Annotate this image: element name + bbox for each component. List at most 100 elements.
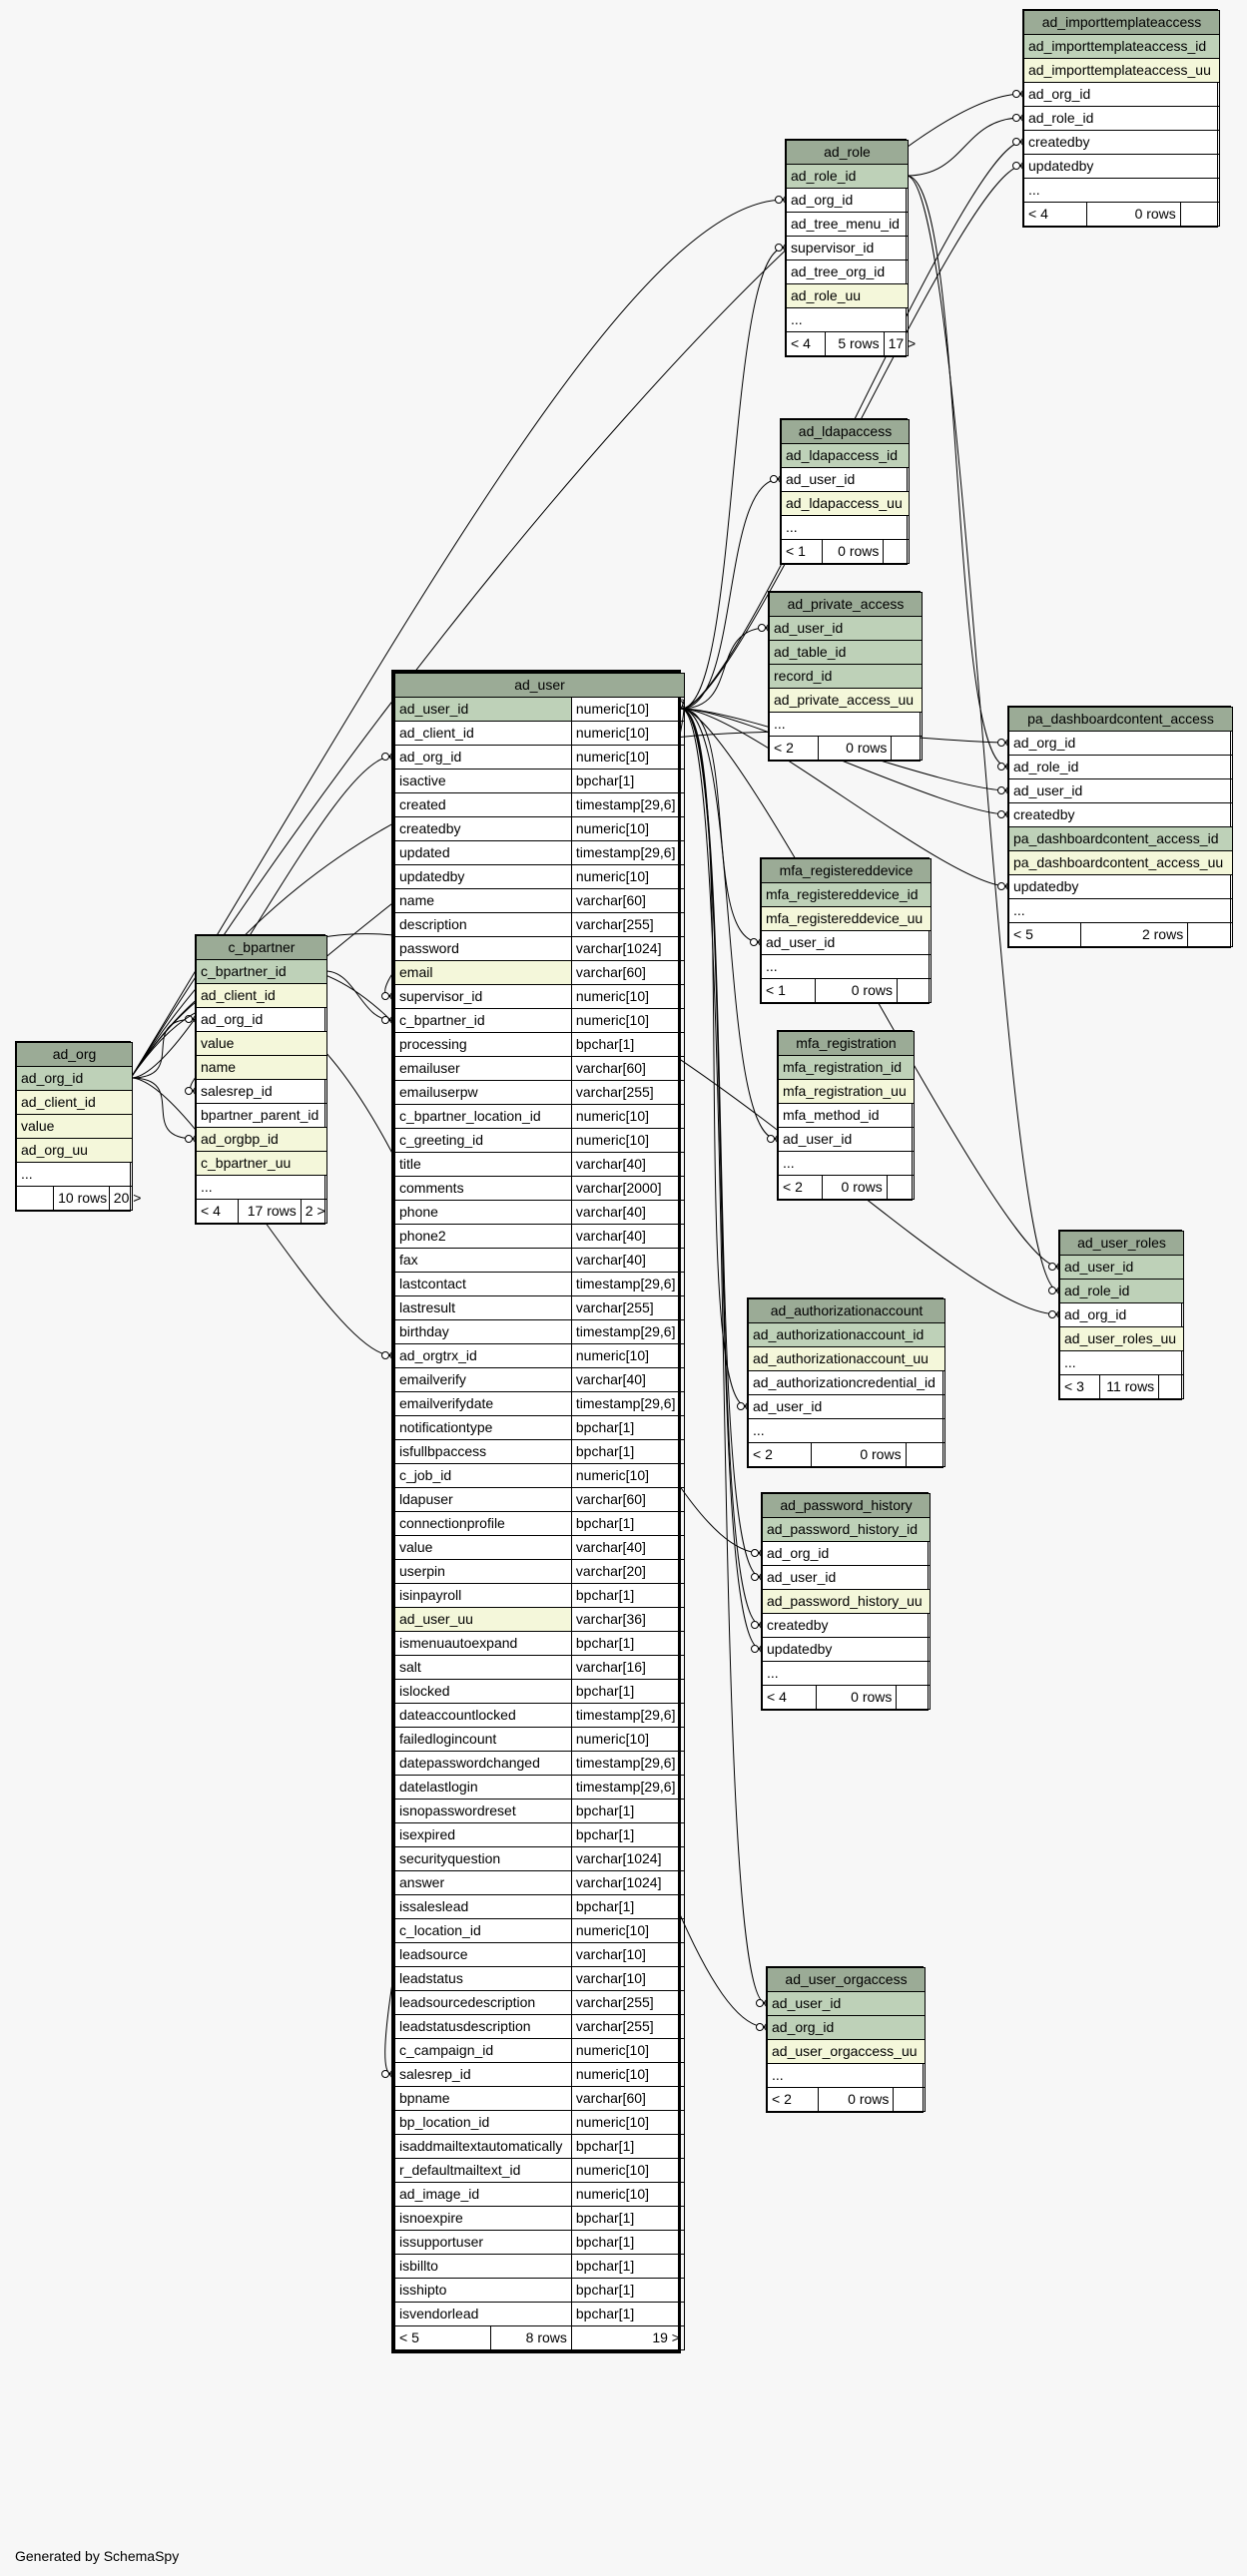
fk-end-self-c_bpartner-salesrep_id	[185, 1087, 193, 1095]
table-footer-cell: 17 >	[883, 331, 916, 356]
table-footer-cell: < 3	[1059, 1374, 1100, 1399]
column-name: value	[394, 1535, 572, 1560]
column-name: isactive	[394, 769, 572, 793]
column-row: ad_role_uu	[786, 283, 909, 308]
column-name: ...	[1023, 178, 1220, 203]
column-name: value	[16, 1114, 133, 1139]
table-footer-cell	[1179, 202, 1221, 227]
column-row: mfa_method_id	[778, 1103, 915, 1128]
table-title: mfa_registration	[778, 1031, 915, 1056]
column-type: varchar[60]	[570, 1056, 685, 1081]
column-name: ad_org_id	[786, 188, 909, 213]
column-type: numeric[10]	[570, 864, 685, 889]
column-name: c_bpartner_location_id	[394, 1104, 572, 1129]
column-type: numeric[10]	[570, 984, 685, 1009]
column-name: ...	[1008, 898, 1233, 923]
column-name: ad_client_id	[394, 721, 572, 746]
column-type: bpchar[1]	[570, 1583, 685, 1608]
table-footer-cell: < 1	[760, 978, 817, 1003]
column-name: comments	[394, 1176, 572, 1201]
column-type: numeric[10]	[570, 2182, 685, 2207]
column-row: createdby	[1008, 802, 1233, 827]
column-row: ad_org_id	[1008, 731, 1233, 756]
column-name: leadstatus	[394, 1966, 572, 1991]
column-type: bpchar[1]	[570, 1822, 685, 1847]
column-type: bpchar[1]	[570, 2302, 685, 2326]
column-row: ad_client_id	[16, 1090, 133, 1115]
fk-end-mfa_registereddevice-ad_user_id	[750, 938, 758, 946]
table-footer-cell: < 2	[769, 736, 819, 761]
column-type: varchar[60]	[570, 888, 685, 913]
table-title: ad_user_roles	[1059, 1231, 1184, 1256]
column-type: numeric[10]	[570, 1343, 685, 1368]
fk-line-pa_dashboardcontent_access-createdby	[680, 708, 1008, 815]
column-name: title	[394, 1152, 572, 1177]
column-type: numeric[10]	[570, 2038, 685, 2063]
column-type: varchar[40]	[570, 1200, 685, 1225]
table-title: ad_org	[16, 1042, 133, 1067]
column-row: ...	[767, 2063, 926, 2088]
column-name: ad_org_id	[16, 1066, 133, 1091]
column-name: ad_org_uu	[16, 1138, 133, 1163]
column-row: ad_ldapaccess_uu	[780, 491, 911, 516]
table-footer-cell: 2 >	[300, 1199, 327, 1224]
column-type: numeric[10]	[570, 2110, 685, 2135]
column-row: ad_client_id	[196, 983, 327, 1008]
column-name: ad_ldapaccess_id	[780, 443, 911, 468]
table-title: ad_ldapaccess	[780, 419, 911, 444]
column-name: ad_importtemplateaccess_uu	[1023, 58, 1220, 83]
table-footer-cell: 0 rows	[815, 978, 898, 1003]
fk-end-org-ad_user_orgaccess-ad_org_id	[756, 2023, 764, 2031]
column-row: ad_user_orgaccess_uu	[767, 2039, 926, 2064]
column-name: updatedby	[1008, 874, 1233, 899]
column-name: updated	[394, 840, 572, 865]
fk-end-org-ad_user_roles-ad_org_id	[1048, 1310, 1056, 1318]
column-row: ...	[1008, 898, 1233, 923]
column-name: ad_authorizationcredential_id	[748, 1370, 945, 1395]
column-name: updatedby	[762, 1637, 931, 1662]
column-name: mfa_registration_id	[778, 1055, 915, 1080]
column-type: varchar[36]	[570, 1607, 685, 1632]
column-row: c_bpartner_id	[196, 959, 327, 984]
column-name: isfullbpaccess	[394, 1439, 572, 1464]
column-type: varchar[1024]	[570, 936, 685, 961]
fk-end-bpartner-user	[381, 1016, 389, 1024]
column-type: bpchar[1]	[570, 2254, 685, 2279]
column-type: timestamp[29,6]	[570, 1391, 685, 1416]
column-type: bpchar[1]	[570, 1679, 685, 1704]
table-footer-cell	[886, 1175, 916, 1200]
column-row: ...	[1023, 178, 1220, 203]
